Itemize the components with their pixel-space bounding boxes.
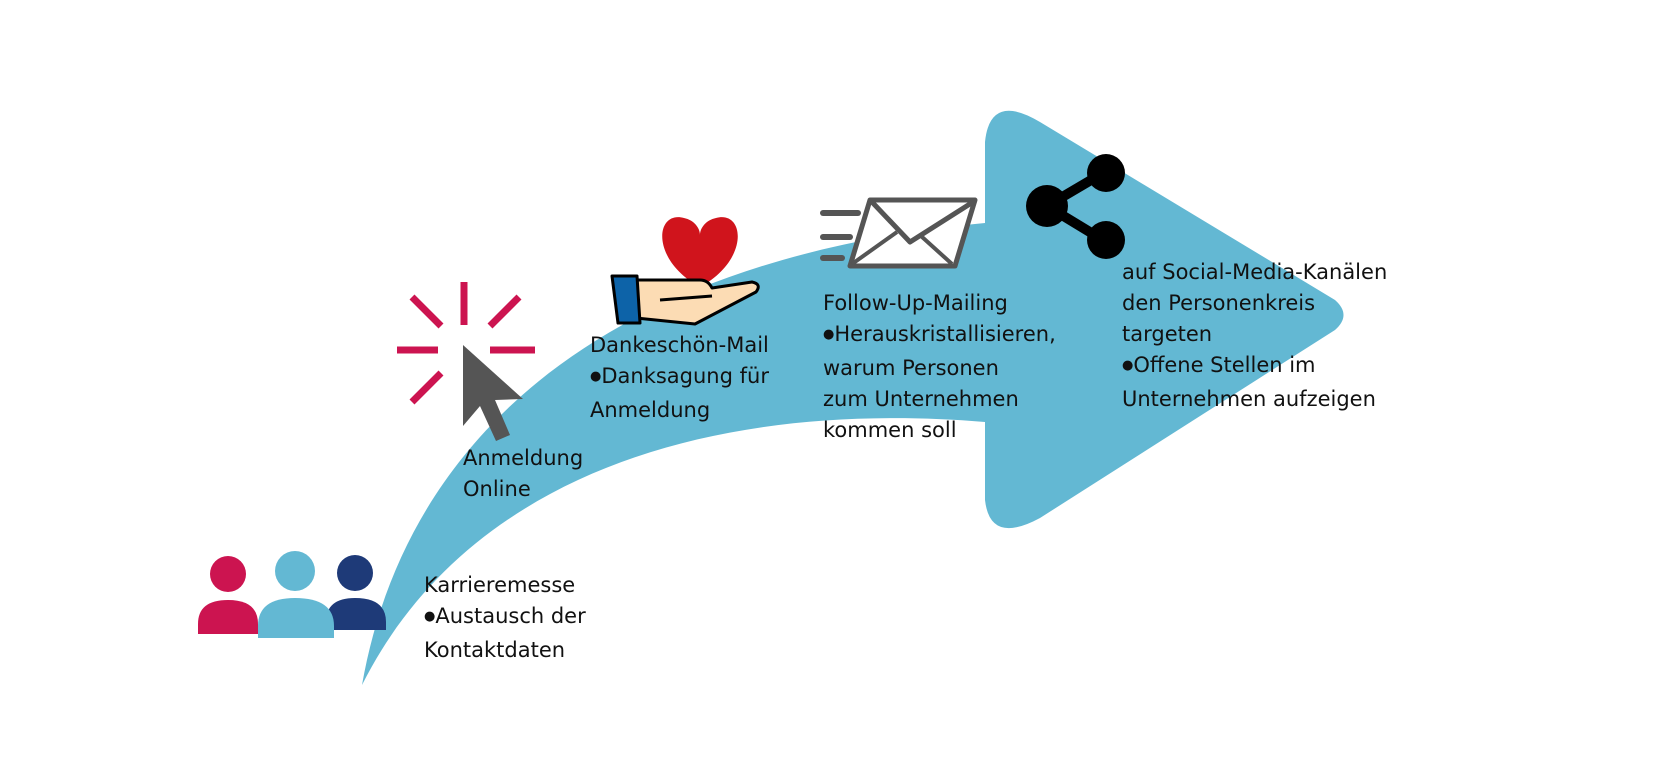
- step-anmeldung-text: Anmeldung Online: [463, 443, 583, 505]
- step-follow-up-text: Follow-Up-Mailing Herauskristallisieren,…: [823, 288, 1056, 446]
- step-title-continuation: targeten: [1122, 322, 1213, 346]
- step-bullet: Austausch der: [424, 601, 586, 635]
- step-title-continuation: den Personenkreis: [1122, 291, 1316, 315]
- step-bullet-continuation: zum Unternehmen: [823, 387, 1019, 411]
- cursor-click-icon: [397, 282, 535, 441]
- step-title: Dankeschön-Mail: [590, 333, 769, 357]
- bullet-text: Danksagung für: [601, 364, 769, 388]
- step-title: auf Social-Media-Kanälen: [1122, 260, 1388, 284]
- step-bullet-continuation: Unternehmen aufzeigen: [1122, 387, 1376, 411]
- step-bullet-continuation: Anmeldung: [590, 398, 711, 422]
- step-karrieremesse-text: Karrieremesse Austausch der Kontaktdaten: [424, 570, 586, 666]
- envelope-icon: [820, 197, 978, 269]
- step-bullet-continuation: warum Personen: [823, 356, 999, 380]
- step-bullet: Offene Stellen im: [1122, 350, 1387, 384]
- step-title: Karrieremesse: [424, 573, 576, 597]
- step-title-continuation: Online: [463, 477, 531, 501]
- bullet-text: Austausch der: [435, 604, 586, 628]
- heart-in-hand-icon: [610, 217, 760, 326]
- step-social-media-text: auf Social-Media-Kanälen den Personenkre…: [1122, 257, 1387, 415]
- people-group-icon: [198, 551, 386, 638]
- step-bullet-continuation: kommen soll: [823, 418, 957, 442]
- step-bullet: Danksagung für: [590, 361, 769, 395]
- share-icon: [1026, 154, 1125, 259]
- bullet-text: Offene Stellen im: [1133, 353, 1316, 377]
- step-bullet: Herauskristallisieren,: [823, 319, 1056, 353]
- step-title: Anmeldung: [463, 446, 584, 470]
- step-bullet-continuation: Kontaktdaten: [424, 638, 566, 662]
- step-dankeschoen-text: Dankeschön-Mail Danksagung für Anmeldung: [590, 330, 769, 426]
- step-title: Follow-Up-Mailing: [823, 291, 1008, 315]
- bullet-text: Herauskristallisieren,: [834, 322, 1056, 346]
